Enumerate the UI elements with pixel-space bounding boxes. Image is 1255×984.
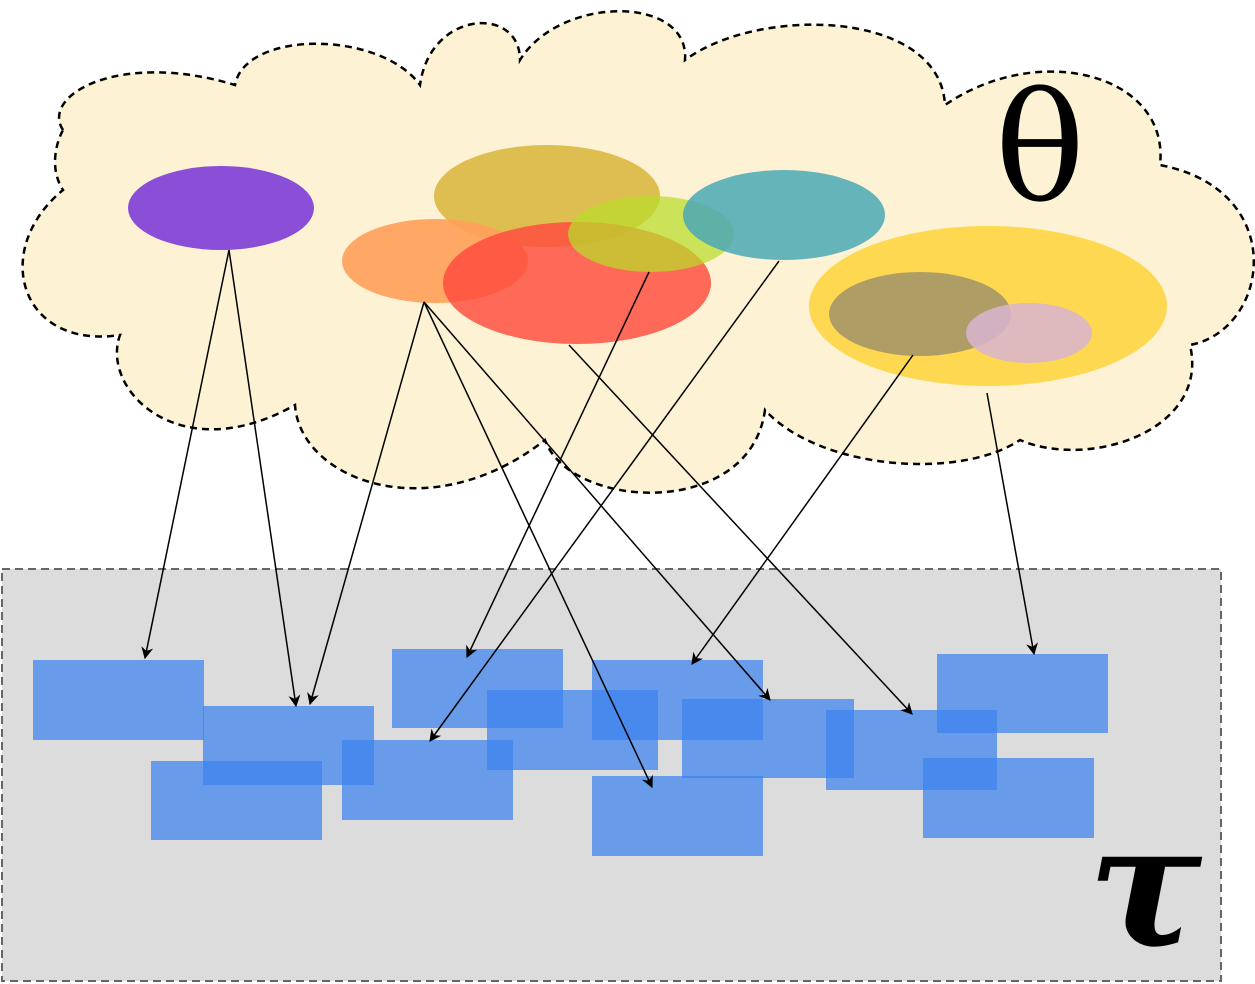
arrow	[986, 392, 1038, 656]
theta-label: θ	[995, 62, 1085, 236]
blue-rect	[342, 740, 513, 820]
blue-rect	[923, 758, 1094, 838]
blue-rect	[151, 761, 322, 840]
arrow	[568, 344, 913, 715]
arrow	[307, 301, 425, 706]
blue-rect	[33, 660, 204, 740]
olive-ellipse	[829, 272, 1011, 356]
blue-rect	[592, 776, 763, 856]
blue-rect	[682, 699, 854, 778]
arrow	[228, 249, 301, 708]
tau-label: τ	[1088, 786, 1203, 984]
arrow	[691, 354, 914, 665]
arrow	[466, 271, 650, 659]
rect-group	[33, 649, 1108, 856]
arrow	[141, 249, 230, 660]
pink-ellipse	[966, 303, 1092, 363]
blue-rect	[937, 654, 1108, 733]
teal-ellipse	[683, 170, 885, 260]
arrow	[429, 260, 780, 742]
purple-ellipse	[128, 166, 314, 250]
arrow	[423, 301, 653, 789]
arrow-group	[141, 249, 1038, 789]
arrow	[423, 301, 771, 701]
ellipse-group	[128, 145, 1167, 386]
